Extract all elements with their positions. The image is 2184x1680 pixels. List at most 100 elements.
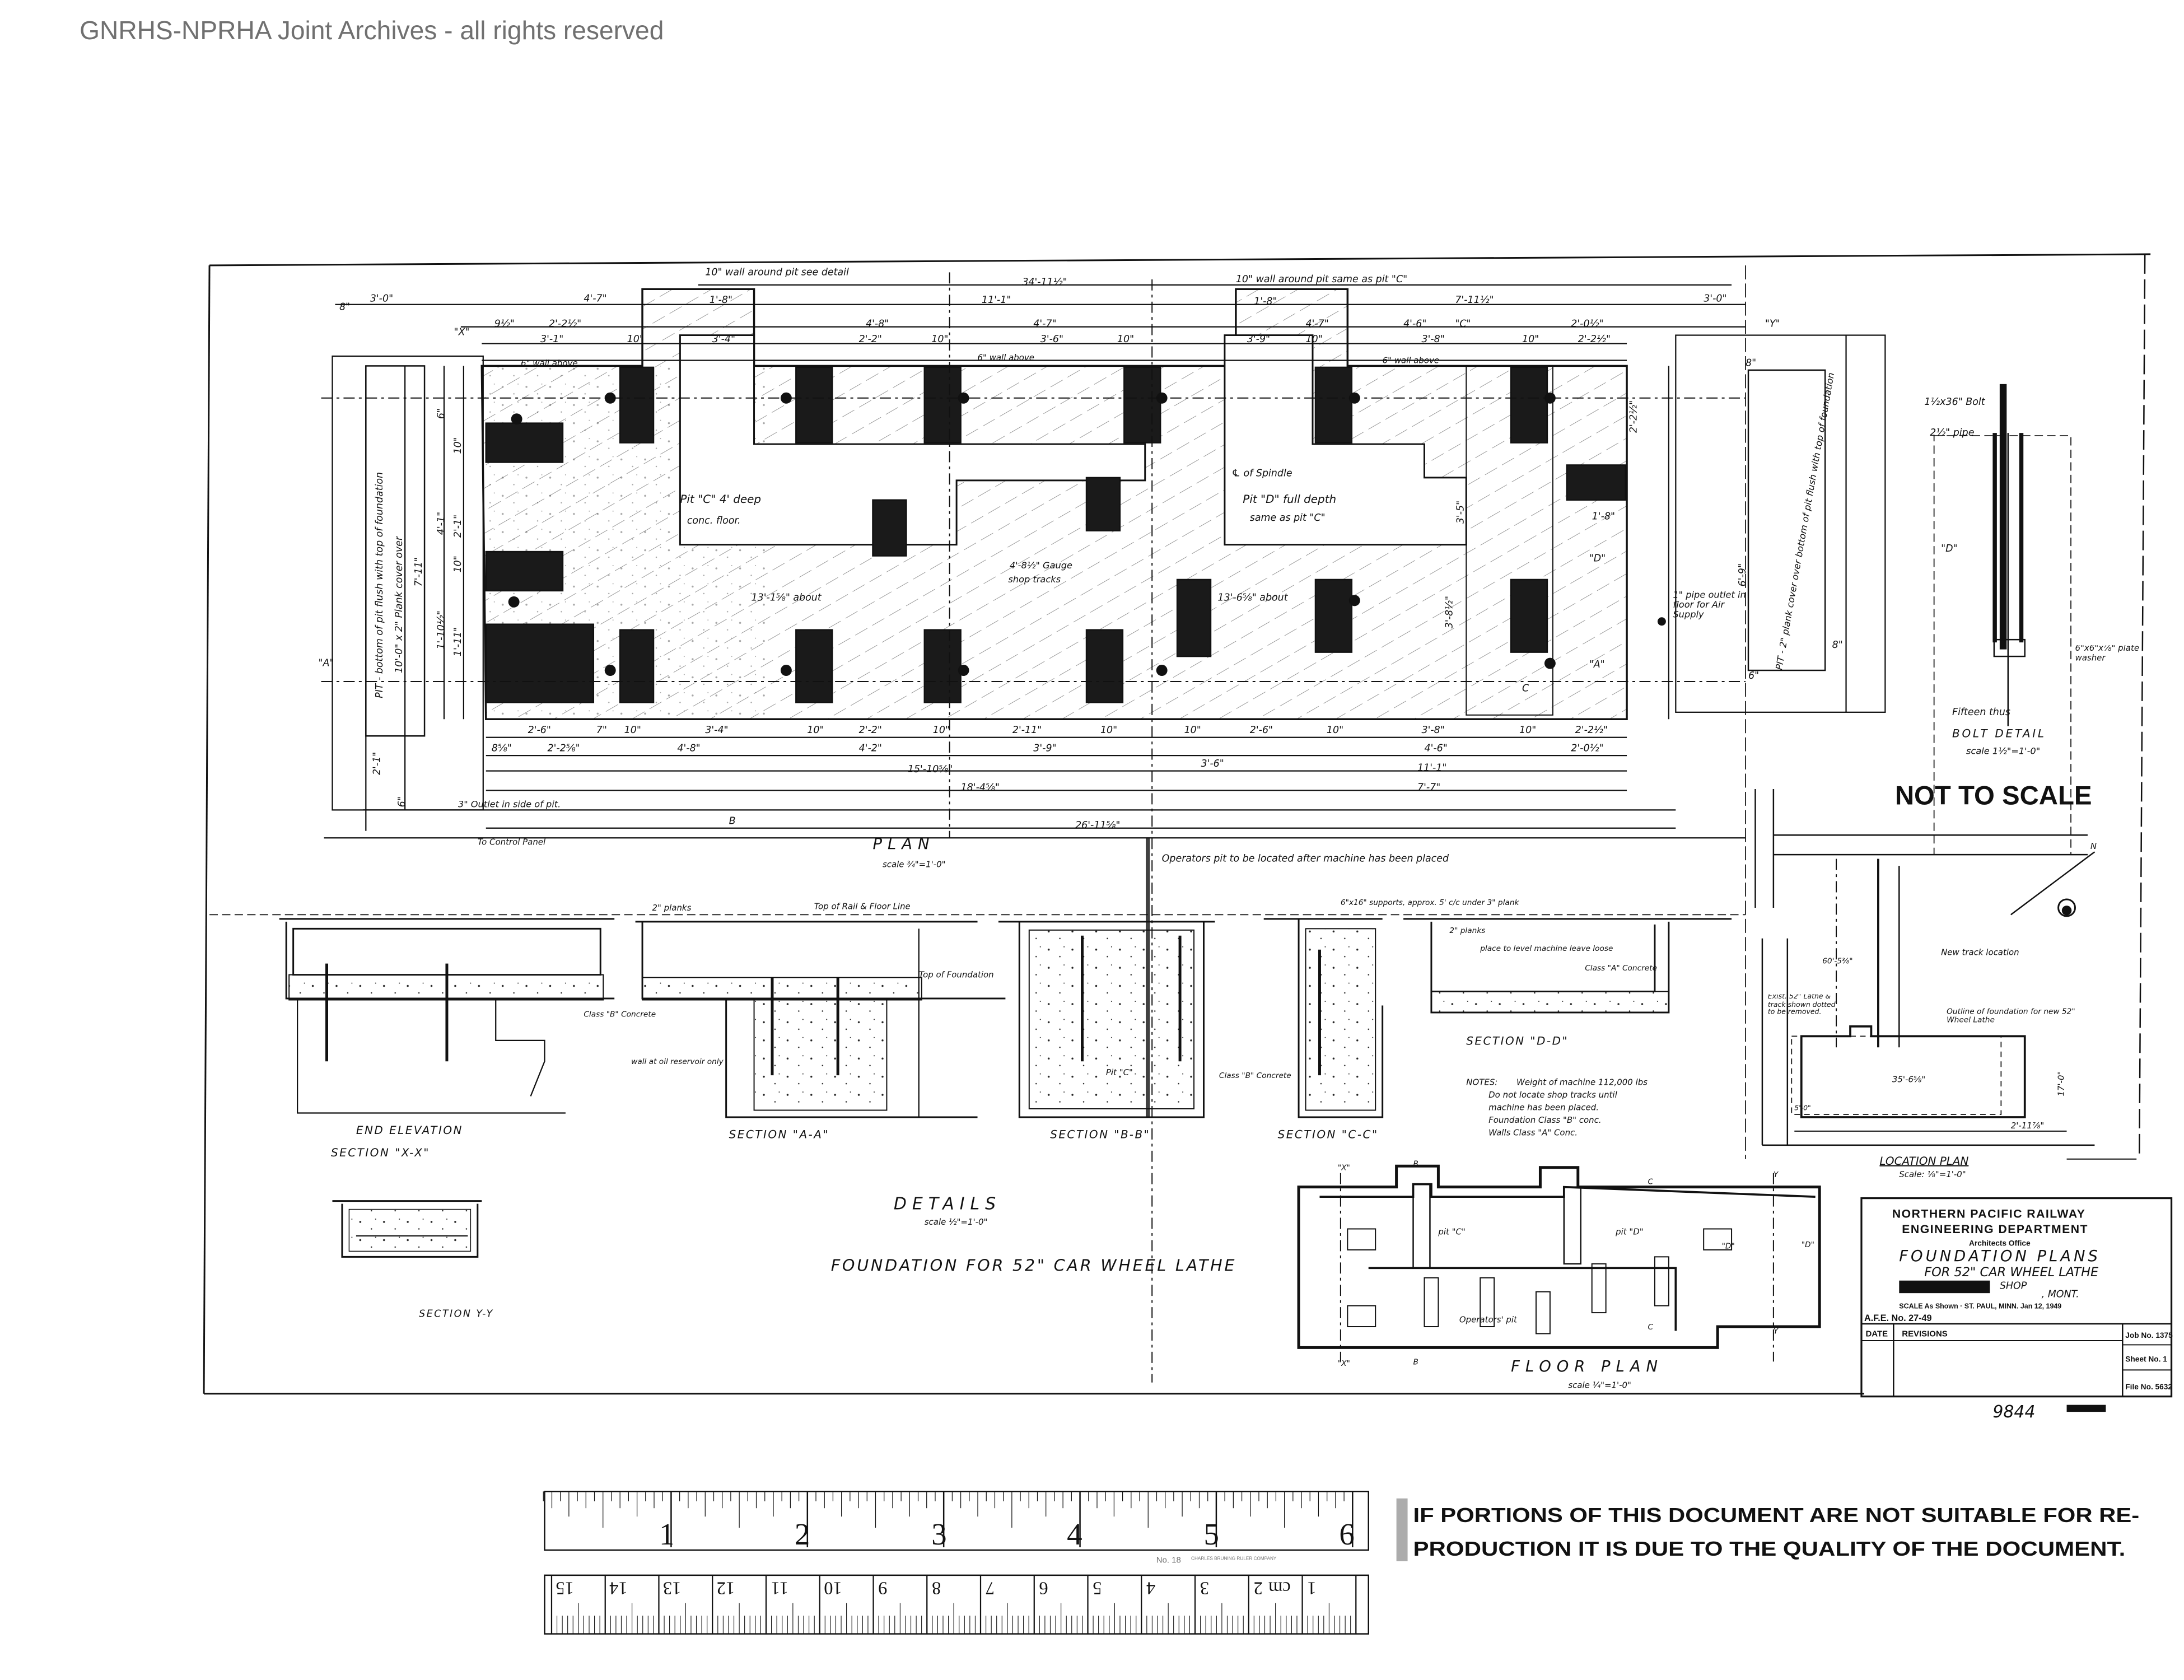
dimension-label: 4'-6"	[1403, 319, 1426, 330]
top-of-rail-label: Top of Rail & Floor Line	[814, 901, 911, 911]
sheet-number: Sheet No. 1	[2125, 1355, 2167, 1363]
title-block: NORTHERN PACIFIC RAILWAY ENGINEERING DEP…	[1860, 1197, 2173, 1422]
dimension-label: 3'-1"	[540, 334, 563, 345]
cm-label: 7	[986, 1578, 995, 1598]
title-block-location: , MONT.	[2042, 1289, 2079, 1300]
dimension-label: "C"	[1455, 319, 1471, 330]
pit-c-outline	[679, 334, 1146, 546]
air-supply-note: 1" pipe outlet in floor for Air Supply	[1673, 590, 1746, 620]
dimension-label: 7'-11½"	[1455, 295, 1494, 306]
dimension-label: Y	[1774, 1327, 1779, 1336]
bottom-dimension-lines	[324, 736, 1746, 839]
location-dim-1: 60'-5⅜"	[1822, 957, 1852, 966]
dimension-label: 10"	[1519, 725, 1536, 736]
location-plan-scale: Scale: ⅛"=1'-0"	[1899, 1169, 1966, 1179]
floor-operators-pit: Operators' pit	[1459, 1315, 1518, 1325]
wall-above-2: 6" wall above	[978, 352, 1034, 362]
inch-label: 6	[1339, 1517, 1354, 1551]
redaction-mark	[1899, 1280, 1990, 1294]
dimension-label: "A"	[319, 658, 334, 669]
plan-dimension-labels: 8" 3'-0" 4'-7" 34'-11½" 11'-1" 1'-8" 1'-…	[319, 277, 1958, 831]
dimension-label: "D"	[1589, 553, 1606, 564]
dimension-label: 2'-2½"	[1575, 725, 1608, 736]
bolt-count-label: Fifteen thus	[1952, 707, 2010, 718]
dimension-label: 6"	[1748, 670, 1759, 682]
dimension-label: 1'-11"	[452, 627, 464, 656]
section-details	[279, 838, 1732, 1258]
cm-label: 12	[717, 1578, 735, 1598]
section-pit-c-label: Pit "C"	[1106, 1067, 1133, 1077]
left-dimension-lines	[365, 335, 1847, 831]
file-number: File No. 5632	[2125, 1383, 2172, 1391]
bolt-detail-scale: scale 1½"=1'-0"	[1966, 746, 2040, 757]
cm-label: cm	[1268, 1578, 1291, 1598]
dimension-label: 2'-1"	[371, 752, 382, 775]
cm-label: 10	[824, 1578, 842, 1598]
ruler-maker: CHARLES BRUNING RULER COMPANY	[1191, 1556, 1277, 1561]
dimension-label: 10"	[1184, 725, 1201, 736]
outlet-note: 3" Outlet in side of pit.	[458, 799, 561, 809]
dimension-label: 3'-0"	[1704, 293, 1726, 305]
dimension-label: 7'-7"	[1417, 782, 1440, 793]
dimension-label: 4'-7"	[1306, 319, 1329, 330]
dimension-label: 3'-6"	[1201, 758, 1224, 769]
right-pit	[1747, 369, 1826, 671]
planks-label-2: 2" planks	[1449, 926, 1485, 935]
dimension-label: 10"	[624, 725, 641, 736]
about-left-label: 13'-1⅝" about	[752, 592, 822, 603]
dimension-label: "X"	[1338, 1359, 1350, 1368]
section-labels: END ELEVATION SECTION "X-X" SECTION "A-A…	[331, 898, 1657, 1320]
bolt-label: 1½x36" Bolt	[1924, 396, 1986, 408]
dimension-label: 6"	[396, 796, 408, 807]
afe-number: A.F.E. No. 27-49	[1864, 1313, 1932, 1323]
location-dim-2: 35'-6⅝"	[1892, 1075, 1925, 1085]
pit-d-outline	[1224, 334, 1467, 546]
dimension-label: 7"	[596, 725, 607, 736]
pit-d-label: Pit "D" full depth	[1243, 492, 1336, 506]
section-cc-title: SECTION "C-C"	[1278, 1127, 1379, 1141]
dimension-label: 11'-1"	[1417, 763, 1446, 774]
dimension-label: 2'-2½"	[1628, 400, 1640, 433]
details-title: DETAILS	[894, 1194, 1001, 1214]
dimension-label: 4'-7"	[584, 293, 606, 305]
washer-label: 6"x6"x⅞" plate washer	[2075, 645, 2140, 663]
location-plan-title: LOCATION PLAN	[1879, 1154, 1968, 1168]
cm-label: 5	[1093, 1578, 1102, 1598]
railway-name: NORTHERN PACIFIC RAILWAY	[1892, 1208, 2085, 1221]
dimension-label: 4'-1"	[436, 512, 447, 535]
dimension-label: 11'-1"	[982, 295, 1011, 306]
dimension-label: "D"	[1802, 1240, 1814, 1249]
dimension-label: 2'-2"	[859, 725, 882, 736]
dimension-label: 8⅝"	[492, 743, 512, 754]
dimension-label: 18'-4⅝"	[961, 782, 1000, 793]
section-dd-title: SECTION "D-D"	[1466, 1034, 1569, 1047]
wall-above-1: 6" wall above	[521, 358, 577, 368]
inch-label: 1	[659, 1517, 674, 1551]
planks-label: 2" planks	[652, 903, 692, 913]
details-scale: scale ½"=1'-0"	[925, 1217, 988, 1227]
note-line-3: machine has been placed.	[1488, 1103, 1599, 1113]
pit-c-label: Pit "C" 4' deep	[680, 492, 761, 506]
dimension-label: 3'-0"	[370, 293, 393, 305]
old-lathe-note: Exist. 52" Lathe & track shown dotted to…	[1767, 994, 1836, 1017]
title-block-scale-line: SCALE As Shown · ST. PAUL, MINN. Jan 12,…	[1899, 1303, 2061, 1310]
dimension-label: 3'-4"	[712, 334, 735, 345]
notice-line-2: PRODUCTION IT IS DUE TO THE QUALITY OF T…	[1413, 1537, 2126, 1560]
dimension-label: 8"	[1746, 357, 1756, 368]
plank-cover-note: 10'-0" x 2" Plank cover over	[394, 535, 405, 673]
cm-label: 6	[1039, 1578, 1048, 1598]
section-xx-title: SECTION "X-X"	[331, 1146, 430, 1159]
cm-label: 1	[1307, 1578, 1316, 1598]
dimension-label: 15'-10⅝"	[908, 764, 953, 775]
dimension-label: 3'-8"	[1421, 334, 1444, 345]
oil-reservoir-note: wall at oil reservoir only	[631, 1057, 724, 1066]
plan-scale: scale ¾"=1'-0"	[883, 860, 946, 870]
dimension-label: 2'-2½"	[549, 319, 581, 330]
dimension-label: 4'-6"	[1424, 743, 1447, 754]
right-pit-note: PIT - 2" plank cover over bottom of pit …	[1774, 372, 1836, 671]
dimension-label: 10"	[627, 334, 644, 345]
dimension-label: 2'-6"	[528, 725, 551, 736]
cm-label: 9	[878, 1578, 887, 1598]
date-column-header: DATE	[1865, 1329, 1888, 1338]
